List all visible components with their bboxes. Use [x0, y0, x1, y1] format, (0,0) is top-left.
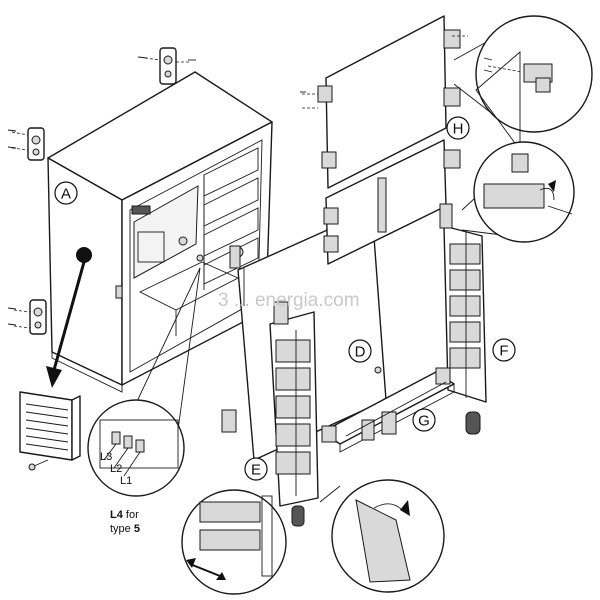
din-rail-e	[221, 301, 319, 527]
label-a-text: A	[61, 186, 71, 203]
wall-brackets	[7, 47, 196, 335]
vent-grille	[19, 391, 81, 471]
label-e: E	[244, 457, 268, 481]
detail-e-clip	[319, 479, 445, 593]
wire-label-l2: L2	[110, 463, 122, 475]
detail-f-clamp	[461, 141, 575, 243]
label-f: F	[492, 338, 516, 362]
label-d: D	[348, 339, 372, 363]
arrow-to-vent	[46, 261, 86, 388]
label-d-text: D	[355, 344, 366, 361]
bracket-top	[137, 47, 196, 85]
detail-h-hinge	[453, 15, 593, 152]
type-note: L4 for type 5	[110, 509, 140, 535]
detail-e-slide	[181, 489, 287, 595]
bracket-top-left	[7, 127, 45, 161]
cover-panels-h	[300, 15, 468, 265]
watermark: 3 ... energia.com	[218, 290, 360, 311]
bracket-bottom-left	[7, 299, 47, 335]
note-line-1-suffix: for	[123, 509, 139, 521]
label-g-text: G	[418, 413, 430, 430]
note-line-2-suffix: 5	[134, 523, 140, 535]
note-line-1-prefix: L4	[110, 509, 124, 521]
label-f-text: F	[499, 343, 508, 360]
din-rail-f	[439, 203, 487, 435]
enclosure-a	[47, 71, 273, 393]
note-line-2: type 5	[110, 523, 140, 535]
wire-label-l1: L1	[120, 475, 132, 487]
note-line-2-prefix: type	[110, 523, 134, 535]
note-line-1: L4 for	[110, 509, 139, 521]
detail-wiring	[87, 267, 201, 497]
label-h-text: H	[453, 121, 464, 138]
label-g: G	[412, 408, 436, 432]
wire-label-l3: L3	[100, 451, 112, 463]
label-e-text: E	[251, 462, 261, 479]
rail-g	[321, 367, 455, 453]
label-h: H	[446, 116, 470, 140]
label-a: A	[54, 181, 78, 205]
